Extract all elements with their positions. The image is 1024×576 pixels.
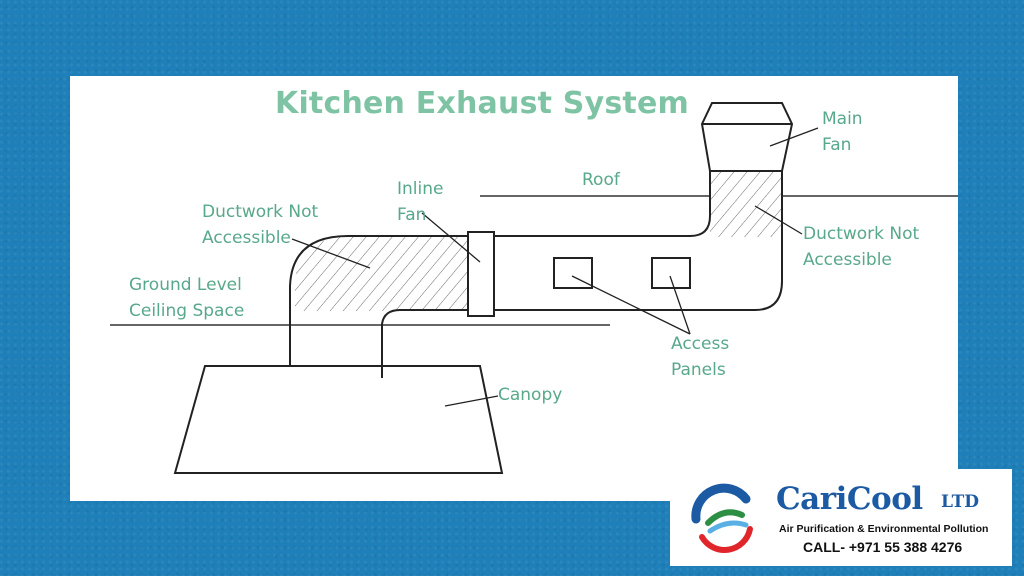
label-ground-level-line1: Ground Level	[129, 275, 242, 295]
leader-ductwork-right	[754, 205, 803, 235]
exhaust-system-drawing	[110, 102, 958, 474]
label-main-fan-line1: Main	[822, 109, 863, 129]
leader-inline-fan	[421, 212, 481, 263]
label-ground-level-line2: Ceiling Space	[129, 301, 245, 321]
label-access-panels-line1: Access	[671, 334, 730, 354]
label-ground-level: Ground Level Ceiling Space	[129, 272, 244, 324]
label-inline-fan-line1: Inline	[397, 179, 444, 199]
hatch-right-duct	[710, 171, 782, 237]
leader-canopy	[444, 395, 499, 407]
canopy	[173, 365, 504, 474]
caricool-swirl-icon	[691, 483, 753, 553]
main-fan	[700, 102, 794, 172]
inline-fan	[467, 231, 495, 317]
label-main-fan: Main Fan	[822, 106, 863, 158]
label-main-fan-line2: Fan	[822, 135, 852, 155]
label-ductwork-right: Ductwork Not Accessible	[803, 221, 919, 273]
leader-access-panel-2	[669, 275, 691, 335]
leader-main-fan	[769, 127, 819, 147]
hatch-left-duct	[295, 236, 470, 311]
brand-suffix: LTD	[941, 492, 979, 512]
label-access-panels-line2: Panels	[671, 360, 726, 380]
label-ductwork-left-line2: Accessible	[202, 228, 291, 248]
brand-name: CariCool	[776, 481, 923, 517]
leader-ductwork-left	[291, 238, 371, 269]
label-inline-fan: Inline Fan	[397, 176, 443, 228]
contact-phone: CALL- +971 55 388 4276	[803, 539, 963, 555]
label-ductwork-left: Ductwork Not Accessible	[202, 199, 318, 251]
leader-access-panel-1	[571, 275, 691, 335]
diagram-panel: Kitchen Exhaust System Main Fan Roof Inl…	[70, 76, 958, 501]
diagram-title: Kitchen Exhaust System	[275, 86, 689, 121]
brand-tagline: Air Purification & Environmental Polluti…	[779, 523, 989, 535]
label-ductwork-left-line1: Ductwork Not	[202, 202, 319, 222]
label-ductwork-right-line2: Accessible	[803, 250, 892, 270]
label-access-panels: Access Panels	[671, 331, 729, 383]
label-canopy: Canopy	[498, 385, 563, 405]
company-logo-card: CariCool LTD Air Purification & Environm…	[670, 469, 1012, 566]
duct-inner	[381, 171, 783, 378]
label-inline-fan-line2: Fan	[397, 205, 427, 225]
label-ductwork-right-line1: Ductwork Not	[803, 224, 920, 244]
access-panel-2	[651, 257, 691, 289]
duct-outer	[289, 171, 711, 366]
label-roof: Roof	[582, 170, 620, 190]
